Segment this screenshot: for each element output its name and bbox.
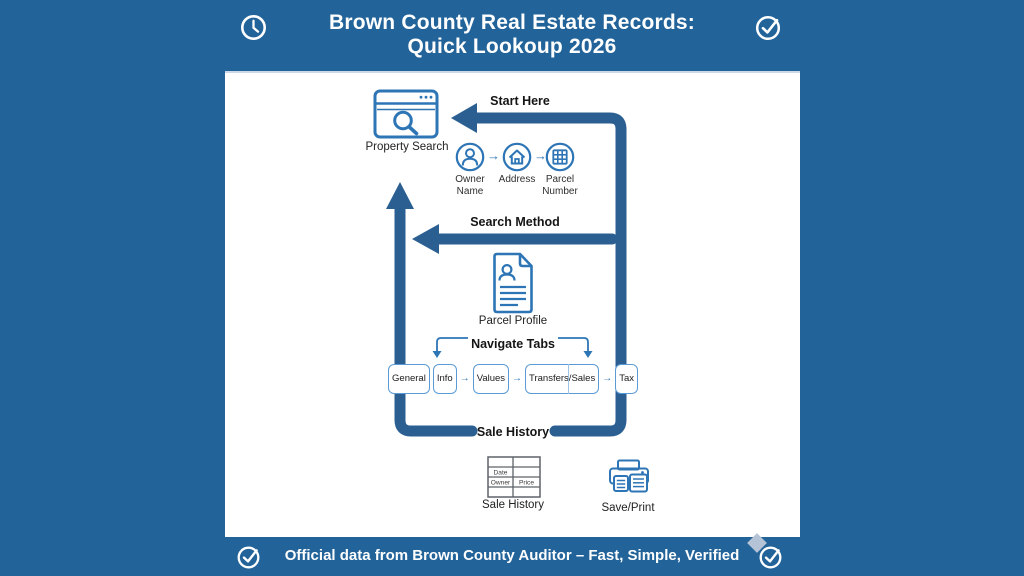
parcel-number-icon [545,142,575,177]
parcel-profile-icon [488,252,538,319]
flowchart-panel: Property Search Start Here → → [225,71,800,537]
property-search-label: Property Search [365,141,449,153]
sale-history-loop-label: Sale History [476,425,550,439]
table-cell-date: Date [494,470,508,477]
footer-text: Official data from Brown County Auditor … [284,547,740,564]
page-title-line1: Brown County Real Estate Records: [329,11,695,34]
address-icon [502,142,532,177]
tabs-row: General Info → Values → Transfers/Sales … [388,362,638,395]
parcel-number-label: Parcel Number [542,174,578,197]
arrow-right-icon: → [602,373,613,384]
tab-info: Info [432,363,457,394]
checkmark-circle-icon [754,13,783,42]
arrow-right-icon: → [459,373,470,384]
page-title: Brown County Real Estate Records: Quick … [0,11,1024,59]
checkmark-circle-icon [236,544,262,570]
save-print-label: Save/Print [601,502,655,514]
tab-tax: Tax [615,363,638,394]
checkmark-circle-icon [758,544,784,570]
table-cell-owner: Owner [491,480,511,487]
table-cell-price: Price [519,480,534,487]
owner-name-icon [455,142,485,177]
clock-icon [239,13,268,42]
tab-values: Values [472,363,510,394]
tab-transfers-sales: Transfers/Sales [525,363,600,394]
arrow-right-icon: → [512,373,523,384]
address-label: Address [498,174,536,185]
search-method-label: Search Method [470,215,560,229]
parcel-profile-label: Parcel Profile [478,315,548,327]
start-here-label: Start Here [490,94,550,108]
arrow-right-icon: → [487,148,500,163]
navigate-tabs-label: Navigate Tabs [471,337,555,351]
tab-divider [567,363,569,394]
flow-arrows [386,103,627,437]
page-title-line2: Quick Lookoup 2026 [407,35,617,58]
owner-name-label: Owner Name [455,174,485,197]
tab-general: General [388,363,430,394]
property-search-icon [373,89,439,144]
save-print-icon [607,459,651,500]
arrow-right-icon: → [534,148,547,163]
sale-history-table-icon: Date Owner Price [487,456,541,503]
sale-history-table-label: Sale History [482,499,544,511]
